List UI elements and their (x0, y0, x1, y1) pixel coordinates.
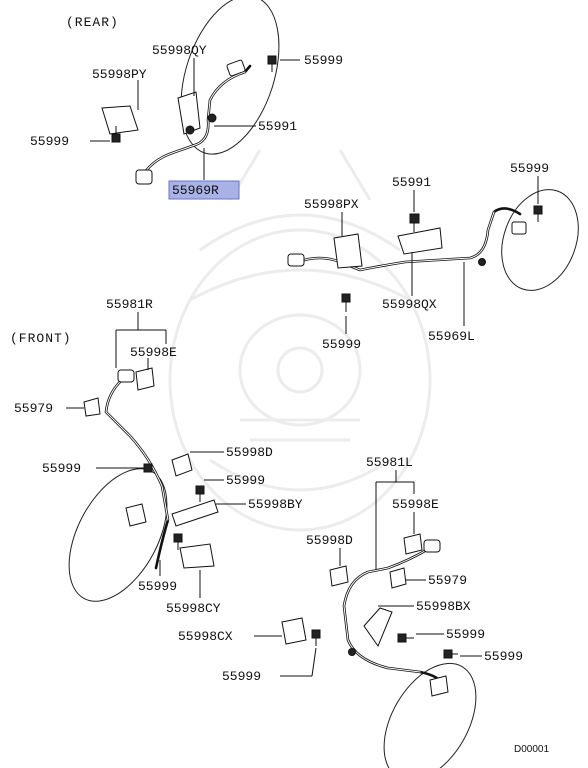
bolt-55999-fr-a (311, 629, 321, 646)
grommet-55979-front (83, 397, 101, 417)
clip-rear-left (478, 258, 486, 266)
bolt-55999-fl-c (173, 533, 183, 550)
bracket-55998QX (397, 227, 443, 255)
label-mid-55998PX: 55998PX (304, 197, 359, 212)
label-fr-55998CX: 55998CX (178, 629, 233, 644)
clip-55998D-rear (329, 565, 349, 587)
front-right-assembly (68, 367, 219, 602)
label-fr-55998E: 55998E (392, 497, 439, 512)
label-fl-55998E: 55998E (130, 345, 177, 360)
label-fr-55998BX: 55998BX (416, 599, 471, 614)
bolt-55999-fl-b (195, 485, 205, 502)
rear-right-assembly (101, 0, 280, 185)
label-rear-55998PY: 55998PY (92, 67, 147, 82)
bolt-55999-fr-b (397, 633, 414, 643)
bracket-55998CX (281, 617, 307, 645)
front-left-brake-disc (383, 662, 477, 768)
bracket-55998E-rear (403, 533, 423, 555)
label-mid-55998QX: 55998QX (382, 297, 437, 312)
clip-55998D-front (171, 453, 193, 477)
label-mid-55999-right: 55999 (510, 161, 549, 176)
front-right-sensor-head (125, 503, 147, 527)
bracket-55998PX (333, 233, 363, 269)
bolt-55999-fr-c (443, 649, 458, 659)
watermark-emblem (168, 149, 432, 532)
bolt-55991-mid (409, 213, 420, 232)
rear-right-connector (135, 169, 153, 185)
label-fl-55979: 55979 (14, 401, 53, 416)
label-fl-55999-b: 55999 (226, 473, 265, 488)
bolt-55999-rear-left (111, 126, 121, 143)
bracket-55998CY (179, 543, 215, 569)
bracket-55998PY (101, 105, 139, 135)
label-mid-55969L: 55969L (428, 329, 475, 344)
label-fr-55999-a: 55999 (446, 627, 485, 642)
clip-rear-a (185, 125, 195, 135)
rear-section-title: (REAR) (66, 15, 119, 30)
label-fr-55999-c: 55999 (222, 669, 261, 684)
label-rear-55969R[interactable]: 55969R (172, 183, 219, 198)
rear-left-connector (287, 253, 305, 267)
rear-right-sensor-head (226, 59, 246, 77)
front-left-sensor-head (429, 675, 449, 697)
label-rear-55998QY: 55998QY (152, 43, 207, 58)
label-rear-55991: 55991 (258, 119, 297, 134)
label-fl-55998D: 55998D (226, 445, 273, 460)
bracket-55998BY (171, 499, 219, 527)
label-mid-55999-bottom: 55999 (322, 337, 361, 352)
rear-left-assembly (287, 189, 579, 312)
label-fl-55998BY: 55998BY (248, 497, 303, 512)
bolt-55999-fl-a (140, 463, 153, 473)
bracket-55998QY (177, 91, 201, 135)
label-fr-55979: 55979 (428, 573, 467, 588)
label-fl-55981R: 55981R (106, 297, 153, 312)
label-fl-55998CY: 55998CY (166, 601, 221, 616)
label-fl-55999-a: 55999 (42, 461, 81, 476)
clip-55991-rear (207, 113, 217, 123)
label-fl-55999-c: 55999 (138, 579, 177, 594)
label-fr-55981L: 55981L (366, 455, 413, 470)
bolt-55999-rear-top (267, 55, 277, 72)
label-rear-55999-top: 55999 (304, 53, 343, 68)
label-fr-55998D: 55998D (306, 533, 353, 548)
rear-left-sensor-head (511, 221, 527, 235)
diagram-code: D00001 (514, 744, 549, 755)
label-fr-55999-b: 55999 (484, 649, 523, 664)
rear-left-brake-disc (501, 189, 579, 291)
bolt-55999-mid-bottom (341, 293, 351, 312)
label-mid-55991: 55991 (392, 175, 431, 190)
bolt-55999-mid-right (533, 205, 543, 222)
label-rear-55999-left: 55999 (30, 134, 69, 149)
front-right-connector (117, 369, 135, 383)
bracket-55998E-front (135, 367, 155, 391)
clip-front-left (348, 648, 356, 656)
grommet-55979-rear (389, 567, 407, 589)
rear-right-brake-disc (180, 0, 280, 155)
bracket-55998BX (363, 607, 393, 648)
front-left-connector (423, 539, 441, 553)
highlighted-part-box (168, 180, 240, 200)
front-left-assembly (281, 533, 477, 768)
front-section-title: (FRONT) (10, 331, 72, 346)
